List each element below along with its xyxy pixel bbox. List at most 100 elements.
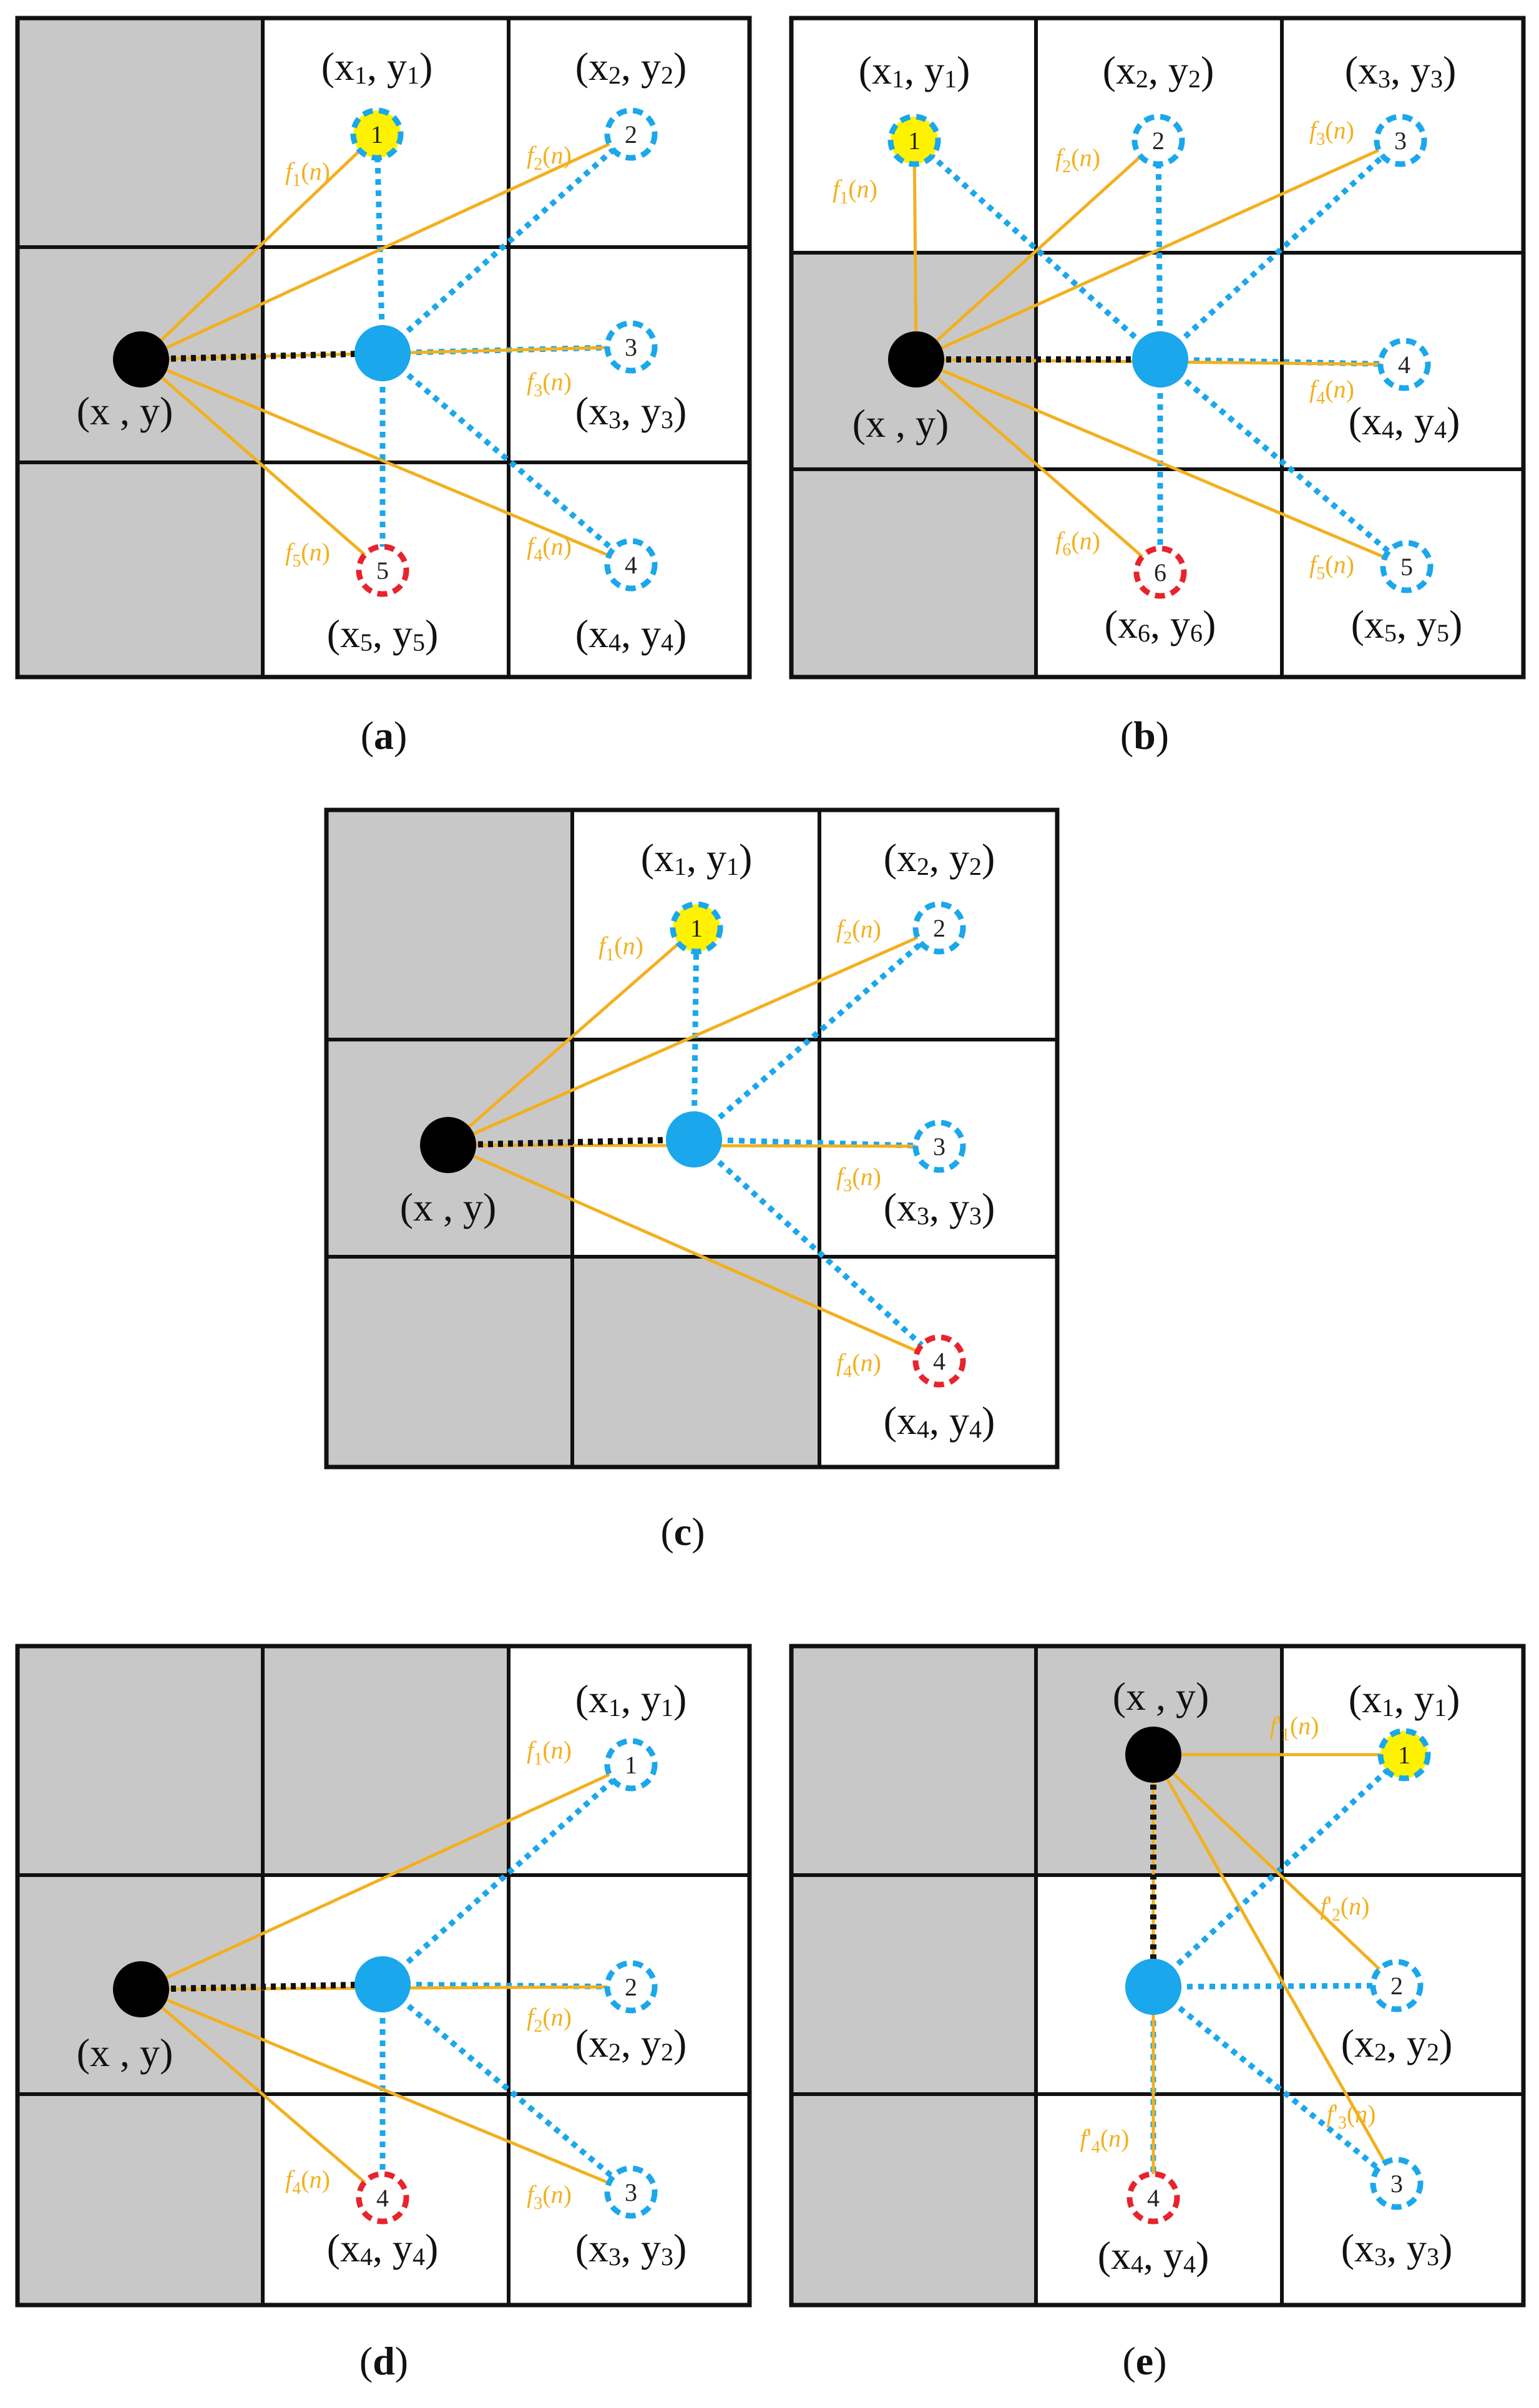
center-to-neighbor-link (1158, 138, 1403, 362)
origin-node (420, 1117, 476, 1173)
neighbor-node-number: 4 (933, 1347, 945, 1375)
center-to-neighbor-link (374, 134, 386, 354)
blocked-cell (326, 810, 572, 1040)
edge-cost-label: f5(n) (1309, 550, 1354, 583)
neighbor-coordinate-label: (x3, y3) (884, 1185, 995, 1230)
edge-cost-label: f2(n) (836, 915, 881, 948)
center-to-neighbor-link (1153, 1982, 1397, 1990)
center-to-neighbor-link (912, 138, 1162, 362)
neighbor-coordinate-label: (x4, y4) (1349, 399, 1460, 444)
blocked-cell (17, 18, 263, 247)
center-node (354, 1956, 411, 2012)
edge-cost-label: f3(n) (527, 368, 572, 401)
center-to-neighbor-link (1158, 357, 1409, 569)
center-to-neighbor-link (691, 927, 700, 1140)
neighbor-node-5 (356, 544, 409, 597)
edge-cost-label: f6(n) (1055, 527, 1100, 560)
origin-to-center-link (140, 350, 383, 363)
origin-node (113, 1961, 169, 2017)
neighbor-node-3 (1370, 2157, 1424, 2210)
neighbor-node-number: 2 (1390, 1972, 1403, 2000)
neighbor-node-4 (1377, 338, 1431, 391)
blocked-cell (326, 1257, 572, 1467)
neighbor-node-number: 5 (1400, 553, 1413, 581)
blocked-cell (791, 1875, 1036, 2094)
neighbor-node-3 (912, 1119, 966, 1173)
neighbor-node-2 (912, 901, 966, 955)
neighbor-coordinate-label: (x1, y1) (575, 1677, 687, 1722)
edge-cost-label: f3(n) (527, 2180, 572, 2213)
neighbor-coordinate-label: (x5, y5) (1351, 602, 1463, 647)
origin-to-neighbor-edge (140, 1763, 632, 1991)
origin-to-neighbor-edge (140, 358, 384, 572)
neighbor-node-number: 2 (625, 1973, 637, 2001)
neighbor-node-2 (604, 107, 658, 161)
panel-caption: (c) (660, 1509, 705, 1554)
grid-border (15, 1644, 752, 2308)
grid-border (789, 1644, 1526, 2308)
edge-cost-label: f4(n) (527, 532, 572, 565)
neighbor-coordinate-label: (x6, y6) (1105, 602, 1216, 647)
blocked-cell (791, 469, 1036, 677)
neighbor-node-number: 3 (1390, 2170, 1403, 2198)
grid-border (789, 16, 1526, 680)
neighbor-node-2 (604, 1960, 658, 2014)
origin-to-center-link (140, 1981, 383, 1992)
neighbor-node-6 (1133, 545, 1187, 599)
edge-cost-label: f1(n) (598, 932, 643, 965)
edge-cost-label: f3(n) (1309, 116, 1354, 149)
blocked-cell (17, 2094, 263, 2305)
panel-caption: (a) (361, 713, 408, 758)
panel-a: (x , y)1(x1, y1)f1(n)2(x2, y2)f2(n)3(x3,… (15, 16, 752, 758)
neighbor-node-5 (1380, 540, 1434, 593)
center-to-neighbor-link (1155, 140, 1163, 360)
origin-to-neighbor-edge (447, 927, 698, 1146)
neighbor-node-number: 3 (625, 333, 637, 361)
edge-cost-label: f'2(n) (1321, 1892, 1370, 1925)
neighbor-coordinate-label: (x1, y1) (321, 44, 433, 89)
origin-to-neighbor-edge (140, 132, 632, 361)
panel-caption: (e) (1122, 2339, 1166, 2383)
neighbor-node-2 (1370, 1959, 1424, 2012)
center-node (354, 325, 411, 381)
neighbor-node-number: 1 (690, 914, 703, 942)
center-to-neighbor-link (381, 351, 633, 567)
origin-to-neighbor-edge (447, 926, 940, 1147)
edge-cost-label: f4(n) (1309, 375, 1354, 408)
neighbor-node-4 (1126, 2171, 1180, 2225)
neighbor-node-number: 1 (371, 120, 383, 149)
edge-cost-label: f'3(n) (1327, 2100, 1376, 2133)
neighbor-node-3 (604, 320, 658, 374)
neighbor-coordinate-label: (x2, y2) (575, 2021, 687, 2066)
origin-label: (x , y) (77, 2030, 173, 2075)
origin-to-neighbor-edge (140, 358, 632, 567)
neighbor-node-1 (887, 114, 941, 167)
neighbor-coordinate-label: (x4, y4) (327, 2226, 439, 2271)
origin-to-center-link (447, 1136, 695, 1148)
neighbor-node-3 (604, 2165, 658, 2219)
edge-cost-label: f1(n) (833, 175, 877, 208)
neighbor-node-number: 3 (933, 1133, 945, 1161)
center-to-neighbor-link (1151, 1752, 1407, 1989)
edge-cost-label: f3(n) (836, 1163, 881, 1196)
origin-label: (x , y) (400, 1185, 497, 1229)
neighbor-node-number: 4 (625, 551, 637, 579)
origin-node (113, 331, 169, 388)
origin-label: (x , y) (853, 401, 949, 446)
edge-cost-label: f4(n) (836, 1348, 881, 1382)
edge-cost-label: f4(n) (285, 2165, 330, 2198)
grid-border (324, 807, 1060, 1470)
neighbor-node-number: 5 (376, 557, 389, 585)
neighbor-node-number: 2 (625, 120, 637, 149)
neighbor-coordinate-label: (x2, y2) (1103, 48, 1214, 93)
center-to-neighbor-link (381, 1982, 633, 2195)
grid-border (15, 16, 752, 680)
neighbor-node-3 (1374, 114, 1427, 167)
neighbor-coordinate-label: (x5, y5) (327, 612, 439, 656)
blocked-cell (263, 1646, 509, 1875)
origin-to-neighbor-edge (140, 133, 378, 361)
neighbor-node-number: 3 (1394, 127, 1407, 155)
neighbor-coordinate-label: (x2, y2) (1341, 2021, 1453, 2066)
